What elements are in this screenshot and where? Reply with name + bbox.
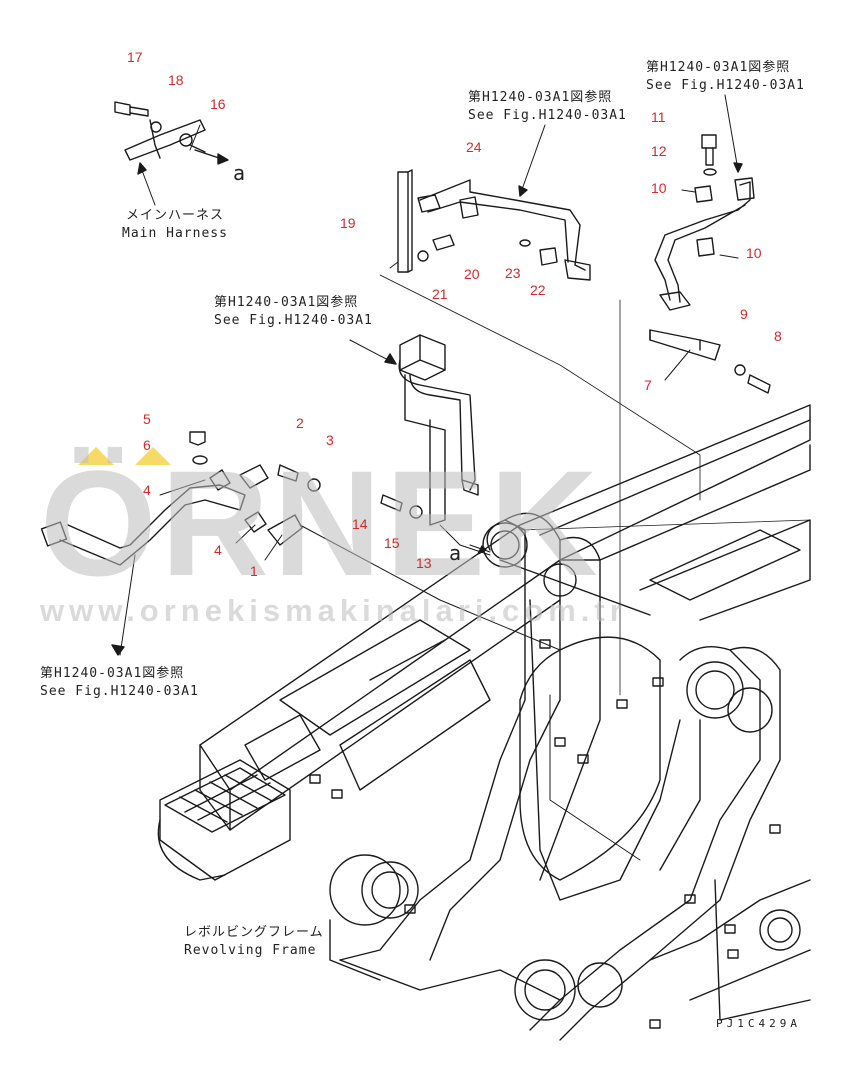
callout-16: 16 xyxy=(210,96,226,112)
callout-4b: 4 xyxy=(214,542,222,558)
main-harness-label-en: Main Harness xyxy=(122,226,228,241)
callout-18: 18 xyxy=(168,72,184,88)
callout-14: 14 xyxy=(352,516,368,532)
callout-10b: 10 xyxy=(746,245,762,261)
revolving-frame-label-jp: レボルビングフレーム xyxy=(184,925,324,940)
ref-label-jp: 第H1240-03A1図参照 xyxy=(40,666,185,681)
callout-22: 22 xyxy=(530,282,546,298)
ref-label-en: See Fig.H1240-03A1 xyxy=(646,78,805,93)
watermark-accent xyxy=(135,447,171,465)
callout-12: 12 xyxy=(651,143,667,159)
callout-11: 11 xyxy=(651,109,666,125)
revolving-frame-label-en: Revolving Frame xyxy=(184,943,317,958)
callout-5: 5 xyxy=(143,411,151,427)
ref-label-jp: 第H1240-03A1図参照 xyxy=(646,60,791,75)
ref-label-jp: 第H1240-03A1図参照 xyxy=(214,295,359,310)
ref-label-en: See Fig.H1240-03A1 xyxy=(214,313,373,328)
callout-1: 1 xyxy=(250,563,258,579)
callout-4: 4 xyxy=(143,482,151,498)
ref-label-jp: 第H1240-03A1図参照 xyxy=(468,90,613,105)
callout-2: 2 xyxy=(296,415,304,431)
ref-label-en: See Fig.H1240-03A1 xyxy=(468,108,627,123)
ref-label-en: See Fig.H1240-03A1 xyxy=(40,684,199,699)
callout-21: 21 xyxy=(432,286,448,302)
callout-8: 8 xyxy=(774,328,782,344)
callout-13: 13 xyxy=(416,555,432,571)
callout-19: 19 xyxy=(340,215,356,231)
drawing-code: PJ1C429A xyxy=(716,1017,801,1030)
main-harness-label-jp: メインハーネス xyxy=(126,208,225,223)
view-a-label: a xyxy=(233,161,247,185)
watermark-brand: ÖRNEK xyxy=(40,439,602,607)
callout-15: 15 xyxy=(384,535,400,551)
view-a-label: a xyxy=(449,541,463,565)
callout-10: 10 xyxy=(651,180,667,196)
callout-23: 23 xyxy=(505,265,521,281)
watermark-accent xyxy=(78,447,114,465)
callout-17: 17 xyxy=(127,49,143,65)
callout-7: 7 xyxy=(644,377,652,393)
callout-6: 6 xyxy=(143,437,151,453)
callout-20: 20 xyxy=(464,266,480,282)
callout-24: 24 xyxy=(466,139,482,155)
watermark-url: www.ornekismakinalari.com.tr xyxy=(40,593,627,628)
callout-3: 3 xyxy=(326,432,334,448)
callout-9: 9 xyxy=(740,306,748,322)
